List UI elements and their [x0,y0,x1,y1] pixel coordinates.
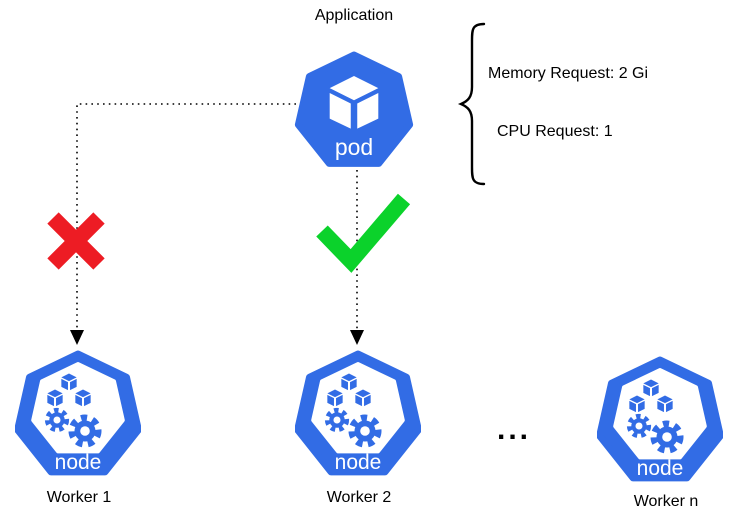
dotted-connector-worker1 [76,103,296,330]
node-label: node [55,451,102,474]
application-title: Application [314,7,394,24]
memory-request-label: Memory Request: 2 Gi [488,65,649,82]
worker2-label: Worker 2 [326,489,392,506]
arrowhead-worker1-icon [70,330,84,345]
curly-brace [457,22,486,186]
reject-x-icon [47,212,105,270]
node-icon-worker-n: node [597,356,723,488]
node-icon-worker1: node [15,350,141,482]
accept-check-icon [316,193,411,273]
node-label: node [637,457,684,480]
pod-label: pod [335,134,373,160]
worker1-label: Worker 1 [46,489,112,506]
more-workers-ellipsis: ... [497,413,532,446]
worker-n-label: Worker n [633,493,699,510]
pod-icon: pod [294,51,414,171]
node-label: node [335,451,382,474]
cpu-request-label: CPU Request: 1 [497,123,613,140]
arrowhead-worker2-icon [350,330,364,345]
node-icon-worker2: node [295,350,421,482]
